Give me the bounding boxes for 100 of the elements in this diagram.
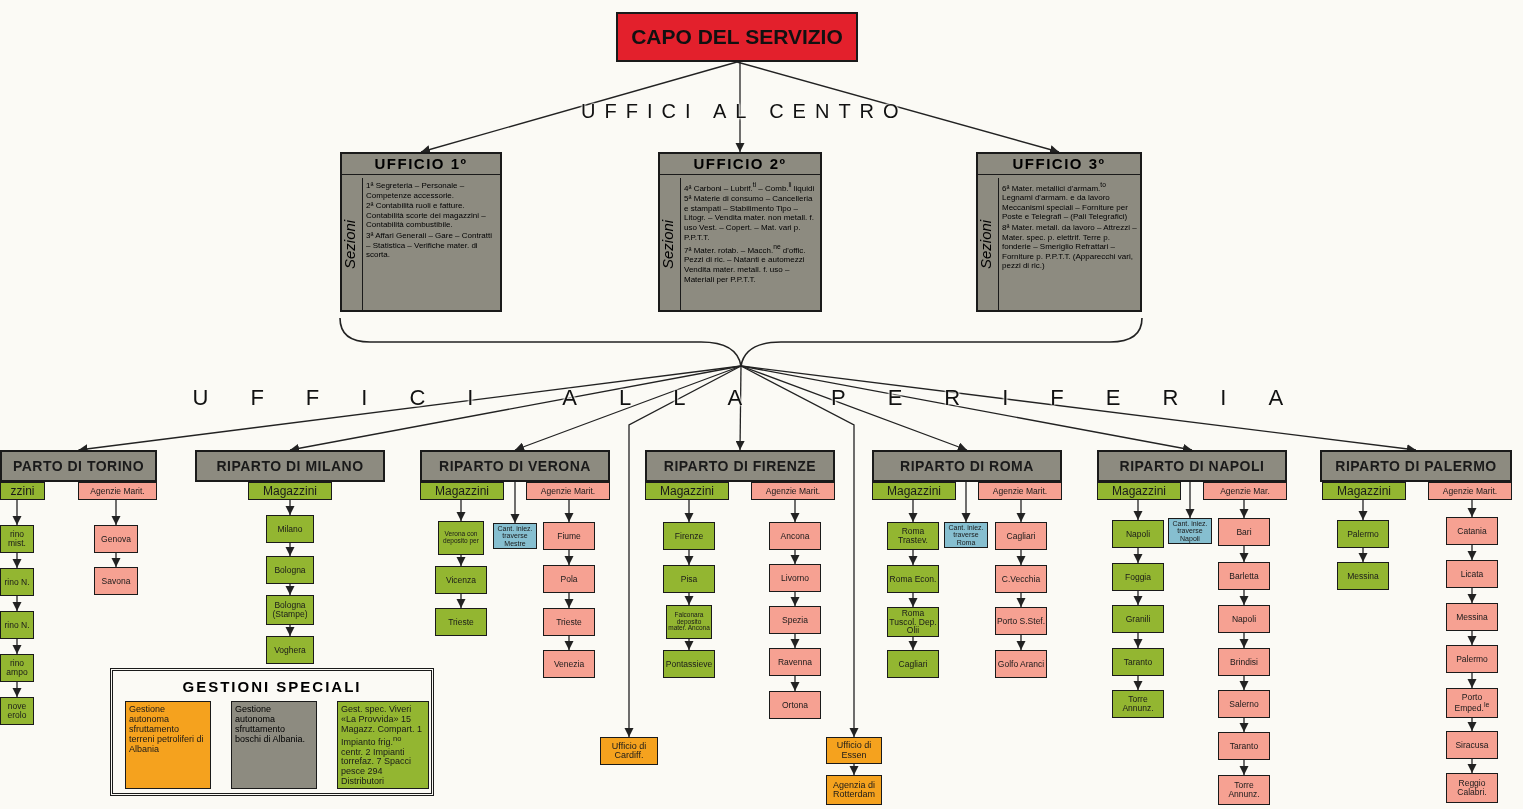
- arrow: [1467, 717, 1477, 732]
- section-text: 3ª Affari Generali – Gare – Contratti – Statistica – Verifiche mater. di scorta.: [366, 230, 493, 260]
- arrow: [456, 499, 466, 522]
- section-tab: Magazzini: [872, 482, 956, 500]
- location-box: Venezia: [543, 650, 595, 678]
- location-box: Firenze: [663, 522, 715, 550]
- arrow: [790, 591, 800, 607]
- arrow: [1133, 632, 1143, 649]
- arrow: [790, 549, 800, 565]
- department-header: RIPARTO DI VERONA: [420, 450, 610, 482]
- brace: [339, 317, 1143, 367]
- location-box: rino N.: [0, 611, 34, 639]
- arrow: [111, 499, 121, 526]
- arrow: [624, 365, 742, 738]
- section-tab: Agenzie Marit.: [526, 482, 610, 500]
- arrow: [684, 592, 694, 606]
- location-box: Taranto: [1218, 732, 1270, 760]
- department-header: RIPARTO DI MILANO: [195, 450, 385, 482]
- arrow: [1239, 759, 1249, 776]
- location-box: Cagliari: [995, 522, 1047, 550]
- location-box: Salerno: [1218, 690, 1270, 718]
- location-box: Messina: [1337, 562, 1389, 590]
- arrow: [1185, 481, 1195, 519]
- location-box: Roma Econ.: [887, 565, 939, 593]
- arrow: [1467, 672, 1477, 689]
- arrow: [1016, 634, 1026, 651]
- department-header: RIPARTO DI ROMA: [872, 450, 1062, 482]
- arrow: [12, 552, 22, 569]
- arrow: [285, 499, 295, 516]
- location-box: Taranto: [1112, 648, 1164, 676]
- location-box: Bari: [1218, 518, 1270, 546]
- arrow: [564, 499, 574, 523]
- office-box: [340, 152, 502, 312]
- location-box: rino ampo: [0, 654, 34, 682]
- section-tab: Agenzie Marit.: [978, 482, 1062, 500]
- arrow: [1467, 499, 1477, 518]
- arrow: [1133, 499, 1143, 521]
- arrow: [790, 633, 800, 649]
- arrow: [908, 499, 918, 523]
- location-box: Golfo Aranci: [995, 650, 1047, 678]
- arrow: [12, 499, 22, 526]
- section-tab: Agenzie Marit.: [78, 482, 157, 500]
- management-box: Gestione autonoma sfruttamento terreni petroliferi di Albania: [125, 701, 211, 789]
- arrow: [285, 583, 295, 596]
- location-box: Pisa: [663, 565, 715, 593]
- location-box: Pola: [543, 565, 595, 593]
- location-box: Trieste: [435, 608, 487, 636]
- arrow: [12, 595, 22, 612]
- office-box: [976, 152, 1142, 312]
- section-text: 2ª Contabilità ruoli e fatture. Contabilità scorte dei magazzini – Contabilità combustibile.: [366, 201, 487, 230]
- location-box: Napoli: [1112, 520, 1164, 548]
- location-box: Cagliari: [887, 650, 939, 678]
- arrow: [456, 554, 466, 567]
- arrow: [684, 638, 694, 651]
- section-tab: Magazzini: [645, 482, 729, 500]
- location-box: Livorno: [769, 564, 821, 592]
- location-box: Pontassieve: [663, 650, 715, 678]
- arrow: [740, 365, 859, 738]
- arrow: [285, 542, 295, 557]
- location-box: Napoli: [1218, 605, 1270, 633]
- arrow: [735, 365, 745, 451]
- arrow: [111, 552, 121, 568]
- office-box: [658, 152, 822, 312]
- office-box: Ufficio di Essen: [826, 737, 882, 764]
- location-box: Bologna: [266, 556, 314, 584]
- arrow: [1358, 499, 1368, 521]
- arrow: [684, 549, 694, 566]
- arrow: [420, 61, 738, 154]
- arrow: [1467, 587, 1477, 604]
- arrow: [1016, 592, 1026, 608]
- location-box: Porto S.Stef.: [995, 607, 1047, 635]
- vertical-label: Sezioni: [978, 178, 999, 310]
- arrow: [1133, 590, 1143, 606]
- arrow: [1239, 632, 1249, 649]
- arrow: [849, 763, 859, 776]
- section-tab: Magazzini: [248, 482, 332, 500]
- location-box: Genova: [94, 525, 138, 553]
- management-box: Gest. spec. Viveri «La Provvida» 15 Magazz. Compart. 1 Impianto frig.$^{no}$ centr. 2 Impianti torrefaz. 7 Spacci pesce 294 Distributori: [337, 701, 429, 789]
- section-tab: Agenzie Marit.: [1428, 482, 1512, 500]
- location-box: Spezia: [769, 606, 821, 634]
- arrow: [1016, 499, 1026, 523]
- arrow: [285, 624, 295, 637]
- section-text: 1ª Segreteria – Personale – Competenze accessorie.: [366, 181, 466, 201]
- department-header: RIPARTO DI NAPOLI: [1097, 450, 1287, 482]
- location-box: Siracusa: [1446, 731, 1498, 759]
- head-office-box: CAPO DEL SERVIZIO: [616, 12, 858, 62]
- office-box: Ufficio di Cardiff.: [600, 737, 658, 765]
- location-box: nove erolo: [0, 697, 34, 725]
- special-management-panel: [110, 668, 434, 796]
- location-box: Ancona: [769, 522, 821, 550]
- arrow: [1016, 549, 1026, 566]
- location-box: Roma Trastev.: [887, 522, 939, 550]
- location-box: Ortona: [769, 691, 821, 719]
- location-box: Barletta: [1218, 562, 1270, 590]
- location-box: Porto Emped.$^{le}$: [1446, 688, 1498, 718]
- arrow: [12, 638, 22, 655]
- arrow: [908, 549, 918, 566]
- location-box: Foggia: [1112, 563, 1164, 591]
- vertical-label: Sezioni: [342, 178, 363, 310]
- arrow: [790, 675, 800, 692]
